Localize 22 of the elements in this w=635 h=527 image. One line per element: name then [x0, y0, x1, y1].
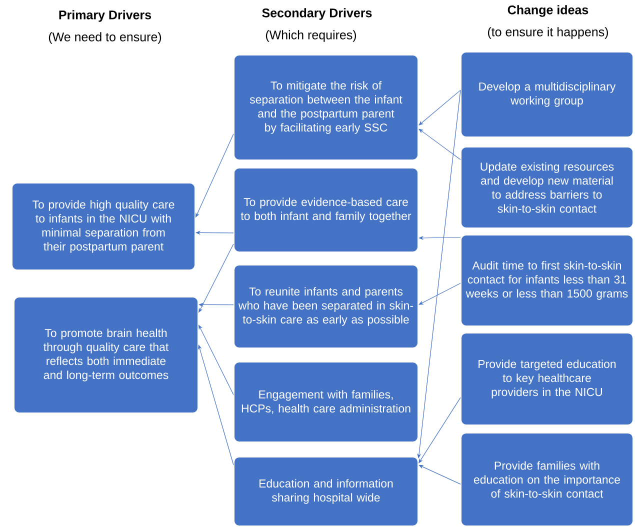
driver-box: To provide high quality care to infants in the NICU with minimal separation from their postpartum parent [12, 182, 196, 270]
driver-box: To reunite infants and parents who have been separated in skin-to-skin care as early as possible [234, 264, 418, 348]
column-heading: Change ideas [508, 5, 588, 17]
driver-box: Audit time to first skin-to-skin contact for infants less than 31 weeks or less than 1500 grams [460, 234, 634, 326]
column-heading: Secondary Drivers [262, 8, 372, 20]
column-subheading: (to ensure it happens) [488, 27, 608, 39]
arrow [418, 464, 461, 484]
column-heading: Primary Drivers [59, 10, 152, 22]
driver-box: Provide targeted education to key healthcare providers in the NICU [460, 332, 634, 426]
column-subheading: (Which requires) [266, 30, 356, 42]
driver-box: Engagement with families, HCPs, health care administration [234, 362, 418, 442]
arrow [418, 128, 461, 160]
driver-box: Develop a multidisciplinary working group [460, 52, 634, 138]
driver-box: To promote brain health through quality care that reflects both immediate and long-term outcomes [14, 296, 198, 414]
arrow [418, 282, 461, 305]
driver-box: Education and information sharing hospital wide [234, 456, 418, 526]
driver-box: To mitigate the risk of separation between the infant and the postpartum parent by facilitating early SSC [234, 54, 418, 160]
column-subheading: (We need to ensure) [48, 32, 162, 44]
driver-box: Provide families with education on the importance of skin-to-skin contact [460, 432, 634, 526]
driver-box: Update existing resources and develop new material to address barriers to skin-to-skin contact [460, 146, 634, 228]
arrow [418, 397, 461, 464]
driver-box: To provide evidence-based care to both infant and family together [234, 168, 418, 252]
